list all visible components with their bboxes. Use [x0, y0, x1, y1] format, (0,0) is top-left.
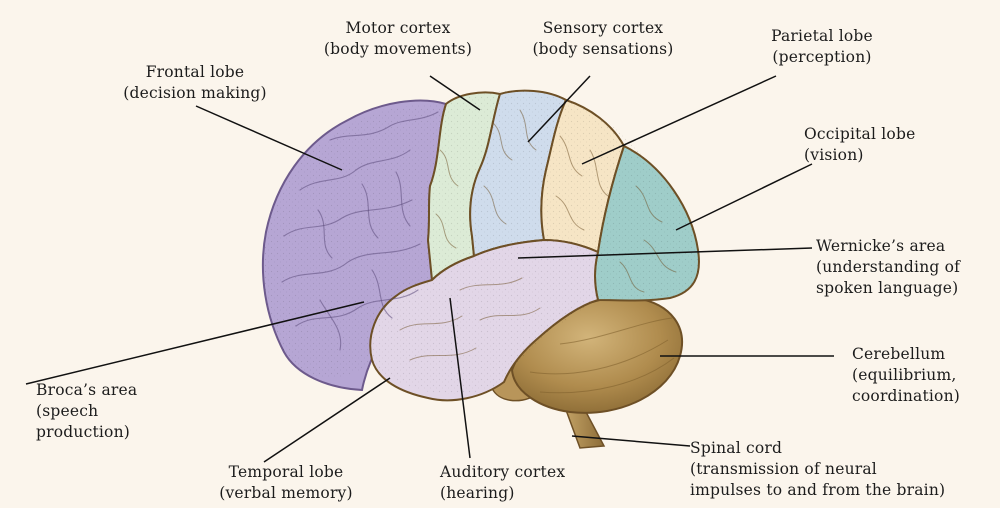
label-brocas-area: Broca’s area (speech production) [36, 380, 186, 443]
label-spinal-cord-desc-2: impulses to and from the brain) [690, 480, 990, 501]
label-spinal-cord: Spinal cord (transmission of neural impu… [690, 438, 990, 501]
label-occipital-lobe-desc: (vision) [804, 145, 984, 166]
label-brocas-area-name: Broca’s area [36, 380, 186, 401]
label-motor-cortex-name: Motor cortex [308, 18, 488, 39]
label-motor-cortex-desc: (body movements) [308, 39, 488, 60]
label-frontal-lobe-desc: (decision making) [100, 83, 290, 104]
label-wernickes-area-name: Wernicke’s area [816, 236, 996, 257]
label-cerebellum-name: Cerebellum [852, 344, 992, 365]
label-wernickes-area-desc-1: (understanding of [816, 257, 996, 278]
label-frontal-lobe: Frontal lobe (decision making) [100, 62, 290, 104]
label-occipital-lobe: Occipital lobe (vision) [804, 124, 984, 166]
label-parietal-lobe-desc: (perception) [742, 47, 902, 68]
label-auditory-cortex: Auditory cortex (hearing) [440, 462, 600, 504]
label-wernickes-area: Wernicke’s area (understanding of spoken… [816, 236, 996, 299]
label-temporal-lobe-name: Temporal lobe [196, 462, 376, 483]
label-temporal-lobe-desc: (verbal memory) [196, 483, 376, 504]
label-occipital-lobe-name: Occipital lobe [804, 124, 984, 145]
label-auditory-cortex-desc: (hearing) [440, 483, 600, 504]
label-brocas-area-desc-2: production) [36, 422, 186, 443]
label-cerebellum-desc-1: (equilibrium, [852, 365, 992, 386]
label-cerebellum: Cerebellum (equilibrium, coordination) [852, 344, 992, 407]
label-spinal-cord-desc-1: (transmission of neural [690, 459, 990, 480]
label-auditory-cortex-name: Auditory cortex [440, 462, 600, 483]
label-parietal-lobe: Parietal lobe (perception) [742, 26, 902, 68]
label-temporal-lobe: Temporal lobe (verbal memory) [196, 462, 376, 504]
label-frontal-lobe-name: Frontal lobe [100, 62, 290, 83]
label-wernickes-area-desc-2: spoken language) [816, 278, 996, 299]
label-spinal-cord-name: Spinal cord [690, 438, 990, 459]
label-cerebellum-desc-2: coordination) [852, 386, 992, 407]
label-brocas-area-desc-1: (speech [36, 401, 186, 422]
label-sensory-cortex-desc: (body sensations) [510, 39, 696, 60]
label-sensory-cortex-name: Sensory cortex [510, 18, 696, 39]
label-sensory-cortex: Sensory cortex (body sensations) [510, 18, 696, 60]
label-motor-cortex: Motor cortex (body movements) [308, 18, 488, 60]
label-parietal-lobe-name: Parietal lobe [742, 26, 902, 47]
